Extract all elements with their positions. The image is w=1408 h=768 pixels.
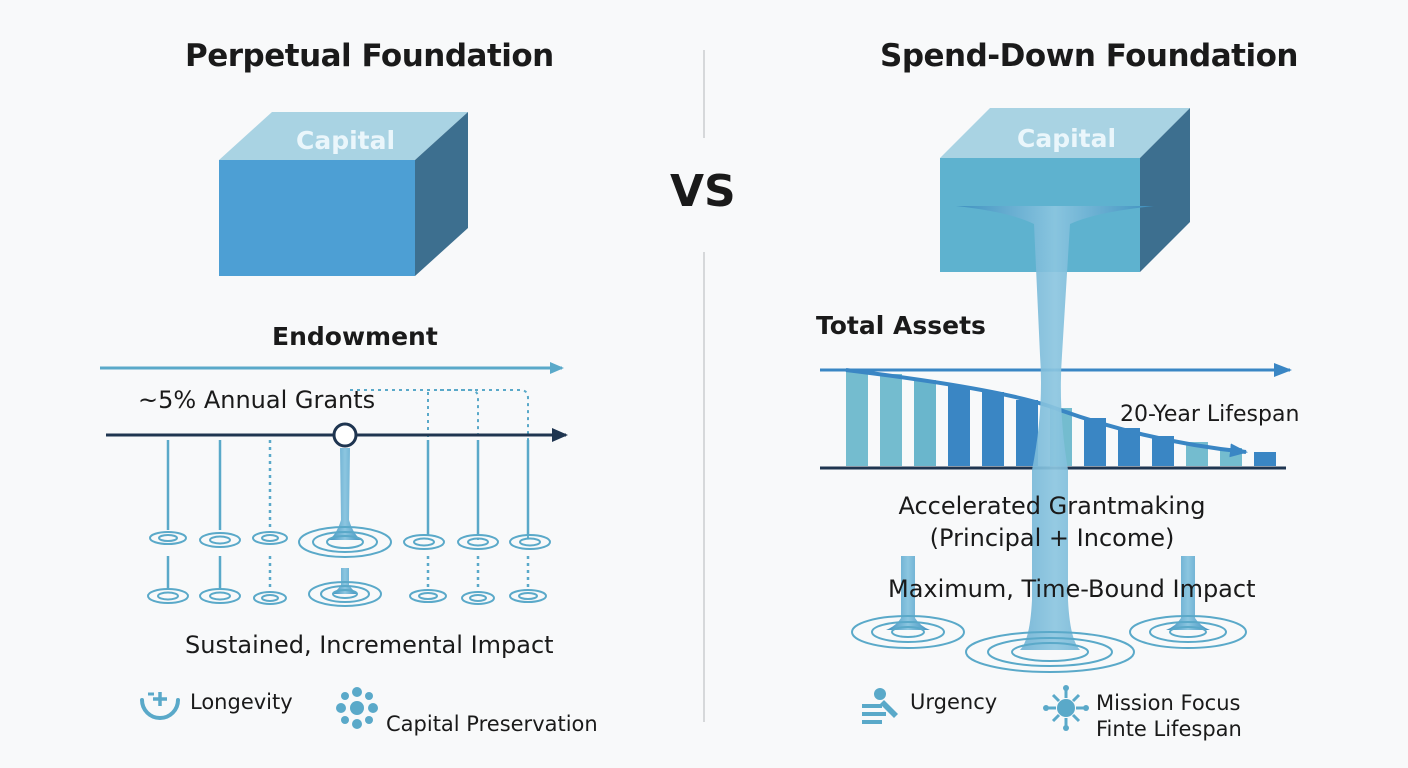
grantmaking-line-1: Accelerated Grantmaking [898, 492, 1206, 520]
ripples-row-2 [147, 581, 547, 607]
funnel-stream [956, 206, 1154, 650]
perpetual-foundation-title: Perpetual Foundation [185, 38, 554, 74]
longevity-label: Longevity [190, 690, 293, 714]
left-capital-cube [219, 112, 468, 276]
ripples-row-1 [149, 526, 551, 558]
vs-label: VS [670, 166, 736, 217]
grant-drip-lines-2 [166, 556, 530, 590]
asset-bar [1016, 400, 1038, 466]
asset-bar [1084, 418, 1106, 466]
impact-ripples [851, 615, 1247, 673]
annual-grants-label: ~5% Annual Grants [138, 386, 376, 414]
right-impact-label: Maximum, Time-Bound Impact [888, 575, 1256, 603]
asset-bar [1118, 428, 1140, 466]
mission-focus-line-2: Finte Lifespan [1096, 717, 1242, 741]
grant-connectors [350, 389, 529, 540]
endowment-label: Endowment [272, 322, 438, 351]
capital-preservation-label: Capital Preservation [386, 712, 598, 736]
asset-bar [1152, 436, 1174, 466]
left-capital-label: Capital [296, 126, 396, 155]
spend-down-foundation-title: Spend-Down Foundation [880, 38, 1298, 74]
right-capital-label: Capital [1017, 124, 1117, 153]
grantmaking-label: Accelerated Grantmaking (Principal + Inc… [880, 490, 1224, 554]
mission-focus-label: Mission Focus Finte Lifespan [1096, 690, 1242, 742]
timeline-node [332, 422, 358, 448]
grant-drip-lines [166, 440, 530, 536]
urgency-label: Urgency [910, 690, 998, 714]
lifespan-label: 20-Year Lifespan [1120, 402, 1300, 427]
asset-bar [880, 374, 902, 466]
left-impact-label: Sustained, Incremental Impact [185, 631, 554, 659]
asset-bar [914, 380, 936, 466]
asset-bar [1254, 452, 1276, 466]
central-grant-stream [328, 448, 362, 540]
mission-focus-icon [1043, 685, 1089, 731]
mission-focus-line-1: Mission Focus [1096, 691, 1241, 715]
urgency-icon [862, 688, 898, 724]
asset-bar [948, 386, 970, 466]
asset-bar [982, 392, 1004, 466]
total-assets-label: Total Assets [816, 311, 986, 340]
grantmaking-line-2: (Principal + Income) [929, 524, 1175, 552]
capital-preservation-icon [336, 687, 378, 729]
longevity-icon [140, 692, 180, 720]
side-streams [886, 556, 1210, 630]
asset-bar [846, 370, 868, 466]
